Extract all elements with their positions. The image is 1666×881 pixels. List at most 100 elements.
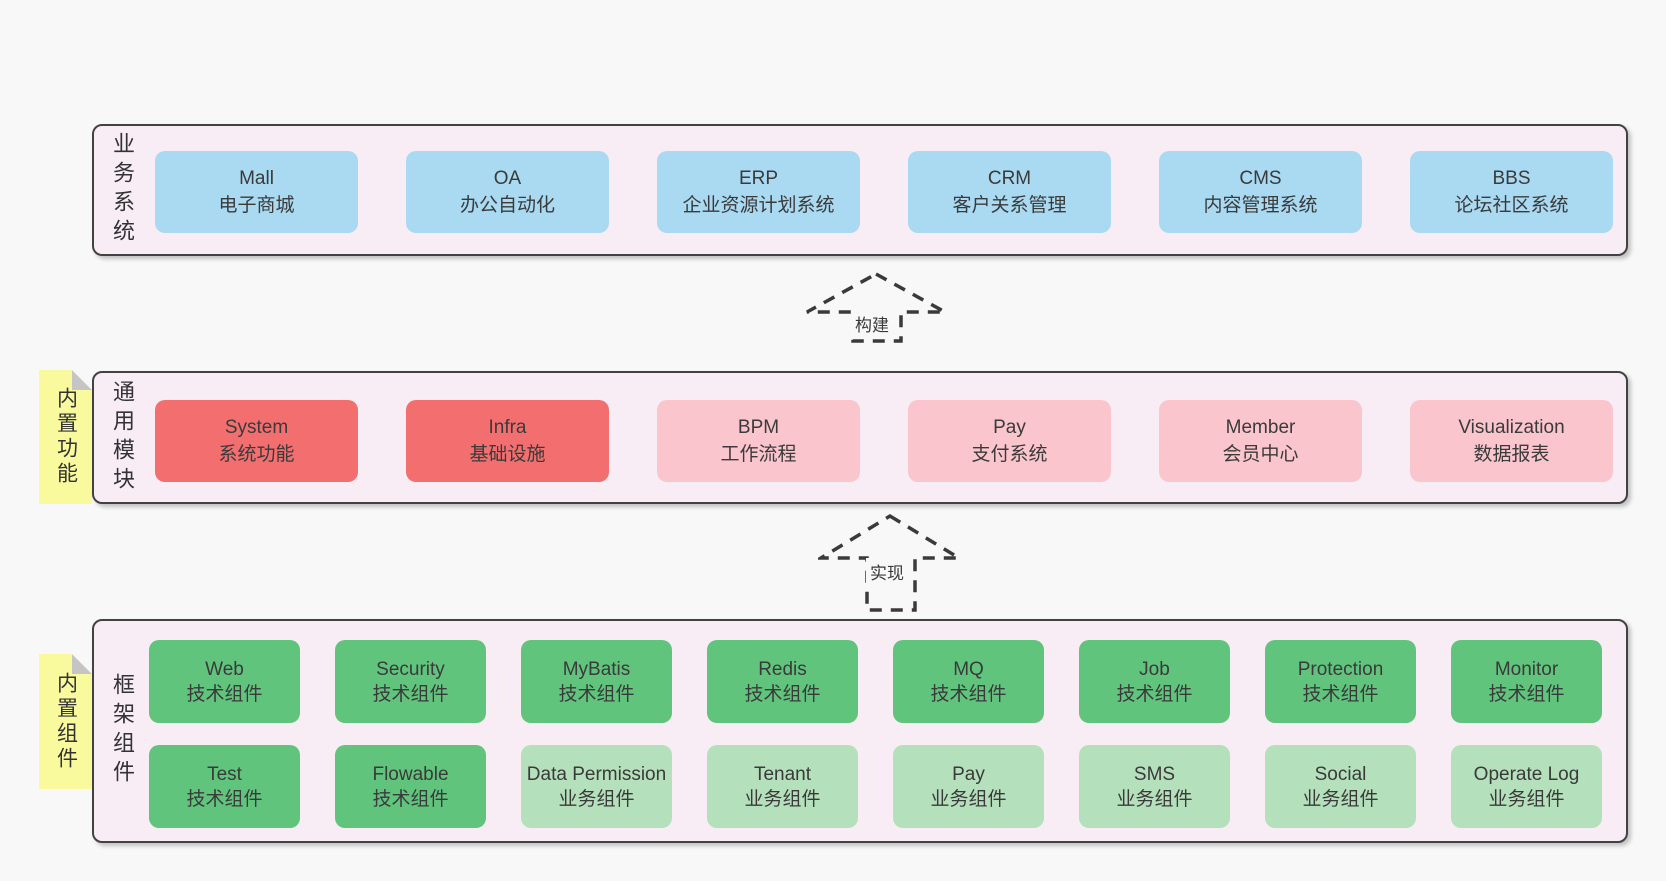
box-bbs: BBS 论坛社区系统: [1410, 151, 1613, 233]
sticky-label: 内置组件: [54, 671, 78, 772]
box-title: CRM: [987, 168, 1032, 189]
box-crm: CRM 客户关系管理: [908, 151, 1111, 233]
box-subtitle: 基础设施: [469, 444, 546, 465]
box-infra: Infra 基础设施: [406, 400, 609, 482]
box-title: Protection: [1297, 658, 1384, 680]
box-subtitle: 技术组件: [372, 683, 449, 705]
box-title: Pay: [993, 417, 1026, 438]
box-subtitle: 技术组件: [930, 683, 1007, 705]
box-member: Member 会员中心: [1159, 400, 1362, 482]
box-cms: CMS 内容管理系统: [1159, 151, 1362, 233]
box-title: Mall: [239, 168, 274, 189]
box-subtitle: 技术组件: [1488, 683, 1565, 705]
box-subtitle: 业务组件: [558, 788, 635, 810]
box-subtitle: 论坛社区系统: [1454, 195, 1569, 216]
box-subtitle: 业务组件: [1488, 788, 1565, 810]
box-mybatis: MyBatis 技术组件: [521, 640, 672, 723]
box-erp: ERP 企业资源计划系统: [657, 151, 860, 233]
box-title: System: [224, 417, 289, 438]
box-subtitle: 技术组件: [372, 788, 449, 810]
box-title: Security: [376, 658, 445, 680]
box-subtitle: 支付系统: [971, 444, 1048, 465]
box-subtitle: 技术组件: [558, 683, 635, 705]
implement-arrow-label: 实现: [866, 558, 908, 585]
box-oa: OA 办公自动化: [406, 151, 609, 233]
box-visualization: Visualization 数据报表: [1410, 400, 1613, 482]
box-subtitle: 工作流程: [720, 444, 797, 465]
box-job: Job 技术组件: [1079, 640, 1230, 723]
box-subtitle: 会员中心: [1222, 444, 1299, 465]
panel-label-modules: 通用模块: [110, 379, 135, 496]
box-title: Member: [1225, 417, 1296, 438]
box-redis: Redis 技术组件: [707, 640, 858, 723]
box-title: MyBatis: [562, 658, 631, 680]
box-title: Web: [205, 658, 244, 680]
box-subtitle: 企业资源计划系统: [682, 195, 835, 216]
box-title: Visualization: [1458, 417, 1565, 438]
box-subtitle: 技术组件: [186, 788, 263, 810]
box-title: Pay: [952, 763, 985, 785]
box-pay-component: Pay 业务组件: [893, 745, 1044, 828]
box-title: BPM: [737, 417, 780, 438]
box-flowable: Flowable 技术组件: [335, 745, 486, 828]
box-title: Tenant: [753, 763, 812, 785]
box-subtitle: 技术组件: [744, 683, 821, 705]
box-social: Social 业务组件: [1265, 745, 1416, 828]
box-test: Test 技术组件: [149, 745, 300, 828]
sticky-label: 内置功能: [54, 387, 78, 487]
box-subtitle: 内容管理系统: [1203, 195, 1318, 216]
box-title: ERP: [738, 168, 779, 189]
box-protection: Protection 技术组件: [1265, 640, 1416, 723]
box-title: BBS: [1492, 168, 1531, 189]
box-bpm: BPM 工作流程: [657, 400, 860, 482]
box-title: MQ: [953, 658, 984, 680]
box-title: Data Permission: [526, 763, 667, 785]
sticky-note-built-in-functions: 内置功能: [39, 370, 92, 504]
modules-box-row: System 系统功能 Infra 基础设施 BPM 工作流程 Pay 支付系统…: [155, 400, 1613, 482]
box-title: Social: [1314, 763, 1367, 785]
components-box-row-1: Web 技术组件 Security 技术组件 MyBatis 技术组件 Redi…: [149, 640, 1602, 723]
box-subtitle: 电子商城: [218, 195, 295, 216]
box-sms: SMS 业务组件: [1079, 745, 1230, 828]
box-subtitle: 客户关系管理: [952, 195, 1067, 216]
box-subtitle: 技术组件: [1302, 683, 1379, 705]
box-title: Infra: [488, 417, 527, 438]
box-operate-log: Operate Log 业务组件: [1451, 745, 1602, 828]
box-title: Redis: [758, 658, 807, 680]
components-box-row-2: Test 技术组件 Flowable 技术组件 Data Permission …: [149, 745, 1602, 828]
build-arrow-icon: [806, 272, 946, 343]
panel-label-business: 业务系统: [110, 132, 135, 248]
box-subtitle: 业务组件: [744, 788, 821, 810]
box-mall: Mall 电子商城: [155, 151, 358, 233]
box-title: CMS: [1239, 168, 1282, 189]
box-title: Operate Log: [1473, 763, 1580, 785]
box-data-permission: Data Permission 业务组件: [521, 745, 672, 828]
box-title: Flowable: [372, 763, 449, 785]
box-subtitle: 业务组件: [930, 788, 1007, 810]
box-subtitle: 数据报表: [1473, 444, 1550, 465]
box-subtitle: 技术组件: [1116, 683, 1193, 705]
framework-components-panel: 框架组件 Web 技术组件 Security 技术组件 MyBatis 技术组件…: [92, 619, 1628, 843]
box-title: Job: [1139, 658, 1170, 680]
box-web: Web 技术组件: [149, 640, 300, 723]
box-subtitle: 技术组件: [186, 683, 263, 705]
box-title: SMS: [1133, 763, 1176, 785]
panel-label-components: 框架组件: [110, 673, 135, 789]
box-subtitle: 业务组件: [1302, 788, 1379, 810]
business-systems-panel: 业务系统 Mall 电子商城 OA 办公自动化 ERP 企业资源计划系统 CRM…: [92, 124, 1628, 256]
box-subtitle: 系统功能: [218, 444, 295, 465]
box-mq: MQ 技术组件: [893, 640, 1044, 723]
build-arrow-label: 构建: [851, 310, 893, 337]
sticky-note-built-in-components: 内置组件: [39, 654, 92, 789]
box-title: OA: [493, 168, 522, 189]
box-subtitle: 业务组件: [1116, 788, 1193, 810]
box-system: System 系统功能: [155, 400, 358, 482]
implement-arrow-icon: [818, 513, 962, 612]
box-title: Monitor: [1494, 658, 1559, 680]
box-subtitle: 办公自动化: [459, 195, 555, 216]
common-modules-panel: 通用模块 System 系统功能 Infra 基础设施 BPM 工作流程 Pay…: [92, 371, 1628, 504]
box-tenant: Tenant 业务组件: [707, 745, 858, 828]
box-monitor: Monitor 技术组件: [1451, 640, 1602, 723]
box-pay-module: Pay 支付系统: [908, 400, 1111, 482]
